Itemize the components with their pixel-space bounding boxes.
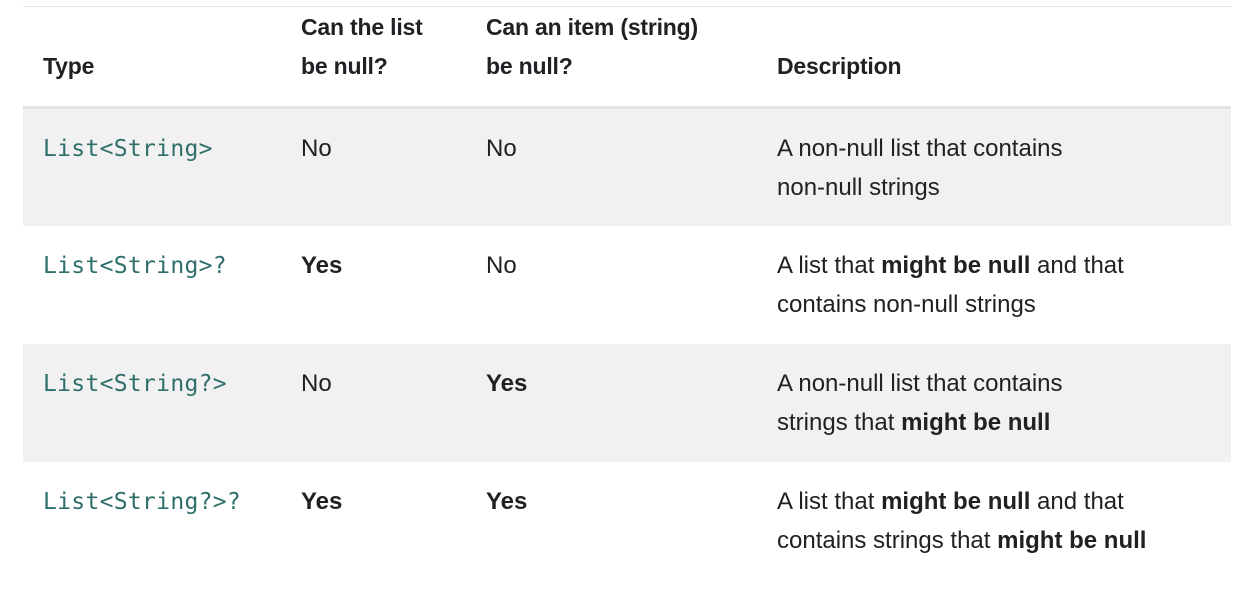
- type-cell: List<String?>?: [23, 461, 301, 580]
- header-item-null-line2: be null?: [486, 53, 573, 79]
- description-emphasis: might be null: [997, 526, 1147, 554]
- description-cell: A non-null list that contains non-null s…: [777, 107, 1231, 226]
- type-cell: List<String>: [23, 107, 301, 226]
- description-text: A non-null list that contains: [777, 369, 1063, 397]
- header-description-label: Description: [777, 53, 902, 79]
- item-null-cell: Yes: [486, 343, 777, 462]
- description-line1: A non-null list that contains: [777, 135, 1063, 162]
- item-null-value: No: [486, 135, 517, 162]
- header-item-null: Can an item (string) be null?: [486, 7, 777, 109]
- header-type: Type: [23, 7, 301, 109]
- description-line2: non-null strings: [777, 174, 940, 201]
- type-code: List<String>: [43, 136, 213, 162]
- table-row: List<String> No No A non-null list that …: [23, 107, 1231, 226]
- header-type-label: Type: [43, 53, 95, 79]
- table-row: List<String>? Yes No A list that might b…: [23, 225, 1231, 344]
- table-header-row: Type Can the list be null? Can an item (…: [23, 7, 1231, 109]
- list-null-cell: Yes: [301, 461, 486, 580]
- item-null-cell: Yes: [486, 461, 777, 580]
- type-cell: List<String>?: [23, 225, 301, 344]
- nullability-table: Type Can the list be null? Can an item (…: [23, 7, 1231, 580]
- description-cell: A list that might be null and that conta…: [777, 225, 1231, 344]
- description-cell: A list that might be null and that conta…: [777, 461, 1231, 580]
- description-text: contains strings that: [777, 526, 998, 554]
- description-text: and that: [1030, 251, 1124, 279]
- list-null-value: No: [301, 369, 332, 397]
- item-null-cell: No: [486, 225, 777, 344]
- list-null-value: No: [301, 135, 332, 162]
- description-text: strings that: [777, 408, 902, 436]
- header-list-null: Can the list be null?: [301, 7, 486, 109]
- list-null-cell: No: [301, 107, 486, 226]
- type-code: List<String?>?: [43, 488, 242, 515]
- header-list-null-line1: Can the list: [301, 14, 423, 40]
- header-list-null-line2: be null?: [301, 53, 388, 79]
- description-text: and that: [1030, 487, 1124, 515]
- type-code: List<String>?: [43, 252, 227, 279]
- list-null-cell: Yes: [301, 225, 486, 344]
- table-top-rule: [23, 6, 1231, 7]
- item-null-value: Yes: [486, 487, 528, 515]
- list-null-value: Yes: [301, 251, 343, 279]
- table-row: List<String?>? Yes Yes A list that might…: [23, 461, 1231, 580]
- description-emphasis: might be null: [881, 487, 1031, 515]
- list-null-cell: No: [301, 343, 486, 462]
- description-text: contains non-null strings: [777, 290, 1036, 318]
- description-text: A list that: [777, 487, 882, 515]
- type-cell: List<String?>: [23, 343, 301, 462]
- item-null-cell: No: [486, 107, 777, 226]
- description-emphasis: might be null: [901, 408, 1051, 436]
- description-text: A list that: [777, 251, 882, 279]
- header-item-null-line1: Can an item (string): [486, 14, 698, 40]
- table-row: List<String?> No Yes A non-null list tha…: [23, 343, 1231, 462]
- description-emphasis: might be null: [881, 251, 1031, 279]
- item-null-value: No: [486, 251, 517, 279]
- header-description: Description: [777, 7, 1231, 109]
- description-cell: A non-null list that contains strings th…: [777, 343, 1231, 462]
- type-code: List<String?>: [43, 370, 227, 397]
- item-null-value: Yes: [486, 369, 528, 397]
- list-null-value: Yes: [301, 487, 343, 515]
